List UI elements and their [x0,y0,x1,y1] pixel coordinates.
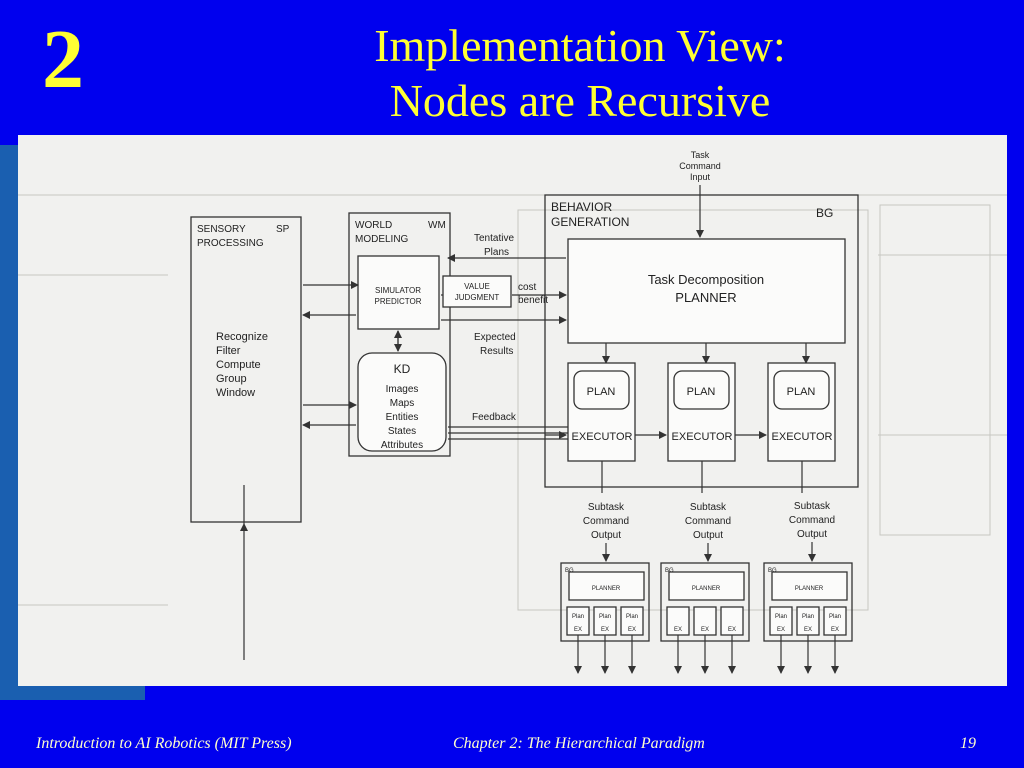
bg-label-2: GENERATION [551,215,629,229]
expected-results-label-2: Results [480,346,513,357]
svg-text:Output: Output [693,530,723,541]
svg-text:PLANNER: PLANNER [795,586,824,592]
svg-text:Plan: Plan [829,614,841,620]
svg-text:PLANNER: PLANNER [592,586,621,592]
command-label: Command [679,161,721,171]
sp-function: Compute [216,359,261,371]
sp-tag: SP [276,224,290,235]
plan-label: PLAN [587,386,616,398]
svg-text:EX: EX [674,627,682,633]
svg-text:PLANNER: PLANNER [692,586,721,592]
kd-item: Entities [386,412,419,423]
tentative-plans-label: Tentative [474,233,514,244]
kd-item: Images [386,384,419,395]
svg-text:EX: EX [628,627,636,633]
svg-text:Command: Command [685,516,731,527]
svg-text:EX: EX [701,627,709,633]
executor-unit-2: PLAN EXECUTOR [667,343,736,462]
svg-text:BG: BG [665,568,674,574]
sp-function: Recognize [216,331,268,343]
svg-text:Plan: Plan [599,614,611,620]
sp-label-2: PROCESSING [197,238,264,249]
cost-label: cost [518,282,537,293]
svg-text:EX: EX [804,627,812,633]
value-judgment-box [442,275,512,308]
simulator-label: SIMULATOR [375,286,421,295]
executor-label: EXECUTOR [772,431,833,443]
sp-function: Group [216,373,247,385]
input-label: Input [690,172,711,182]
sensory-processing-box: SENSORY SP PROCESSING Recognize Filter C… [190,216,302,523]
feedback-label: Feedback [472,412,517,423]
planner-label: PLANNER [675,290,736,305]
judgment-label: JUDGMENT [455,293,500,302]
diagram-svg: SENSORY SP PROCESSING Recognize Filter C… [18,150,1007,674]
expected-results-label: Expected [474,332,516,343]
sp-function: Window [216,387,255,399]
benefit-label: benefit [518,295,548,306]
svg-text:Command: Command [789,515,835,526]
svg-text:EX: EX [777,627,785,633]
mini-bg-node-2: BG PLANNER EX EX EX [660,562,750,674]
svg-text:Command: Command [583,516,629,527]
plan-label: PLAN [787,386,816,398]
svg-text:Plan: Plan [802,614,814,620]
knowledge-database-box [357,352,447,452]
executor-label: EXECUTOR [672,431,733,443]
svg-text:Subtask: Subtask [794,501,831,512]
sp-function: Filter [216,345,241,357]
svg-text:Subtask: Subtask [588,502,625,513]
mini-bg-node-3: BG PLANNER Plan Plan Plan EX EX EX [763,562,853,674]
svg-text:EX: EX [601,627,609,633]
task-label: Task [691,150,710,160]
predictor-label: PREDICTOR [375,297,422,306]
world-modeling-box: WORLD WM MODELING SIMULATOR PREDICTOR KD… [348,212,451,457]
kd-item: Maps [390,398,414,409]
svg-text:BG: BG [768,568,777,574]
footer-book-title: Introduction to AI Robotics (MIT Press) [36,735,292,752]
executor-unit-1: PLAN EXECUTOR [567,343,636,462]
scan-background [18,194,1007,611]
tentative-plans-label-2: Plans [484,247,509,258]
value-label: VALUE [464,282,490,291]
bg-tag: BG [816,206,833,220]
task-decomposition-planner-box [567,238,846,344]
kd-title: KD [394,362,411,376]
bg-label: BEHAVIOR [551,200,612,214]
svg-text:EX: EX [728,627,736,633]
executor-unit-3: PLAN EXECUTOR [767,343,836,462]
task-decomposition-label: Task Decomposition [648,272,764,287]
svg-text:Output: Output [797,529,827,540]
svg-text:BG: BG [565,568,574,574]
svg-text:Plan: Plan [626,614,638,620]
mini-bg-node-1: BG PLANNER Plan Plan Plan EX EX EX [560,562,650,674]
plan-label: PLAN [687,386,716,398]
svg-text:Plan: Plan [775,614,787,620]
svg-text:EX: EX [831,627,839,633]
simulator-predictor-box [357,255,440,330]
footer-chapter: Chapter 2: The Hierarchical Paradigm [453,735,705,752]
subtask-output-2: Subtask Command Output [685,461,731,562]
svg-text:Output: Output [591,530,621,541]
wm-tag: WM [428,220,446,231]
title-line-1: Implementation View: [374,20,786,71]
svg-text:Plan: Plan [572,614,584,620]
subtask-output-3: Subtask Command Output [789,461,835,562]
kd-item: States [388,426,416,437]
svg-text:Subtask: Subtask [690,502,727,513]
title-line-2: Nodes are Recursive [389,75,771,126]
wm-label-2: MODELING [355,234,409,245]
diagram-figure: SENSORY SP PROCESSING Recognize Filter C… [18,135,1007,686]
footer-page-number: 19 [960,735,976,752]
slide-title: Implementation View: Nodes are Recursive [200,18,960,128]
subtask-output-1: Subtask Command Output [583,461,629,562]
wm-label: WORLD [355,220,392,231]
svg-text:EX: EX [574,627,582,633]
executor-label: EXECUTOR [572,431,633,443]
kd-item: Attributes [381,440,423,451]
sp-label: SENSORY [197,224,246,235]
slide-number: 2 [42,13,84,106]
